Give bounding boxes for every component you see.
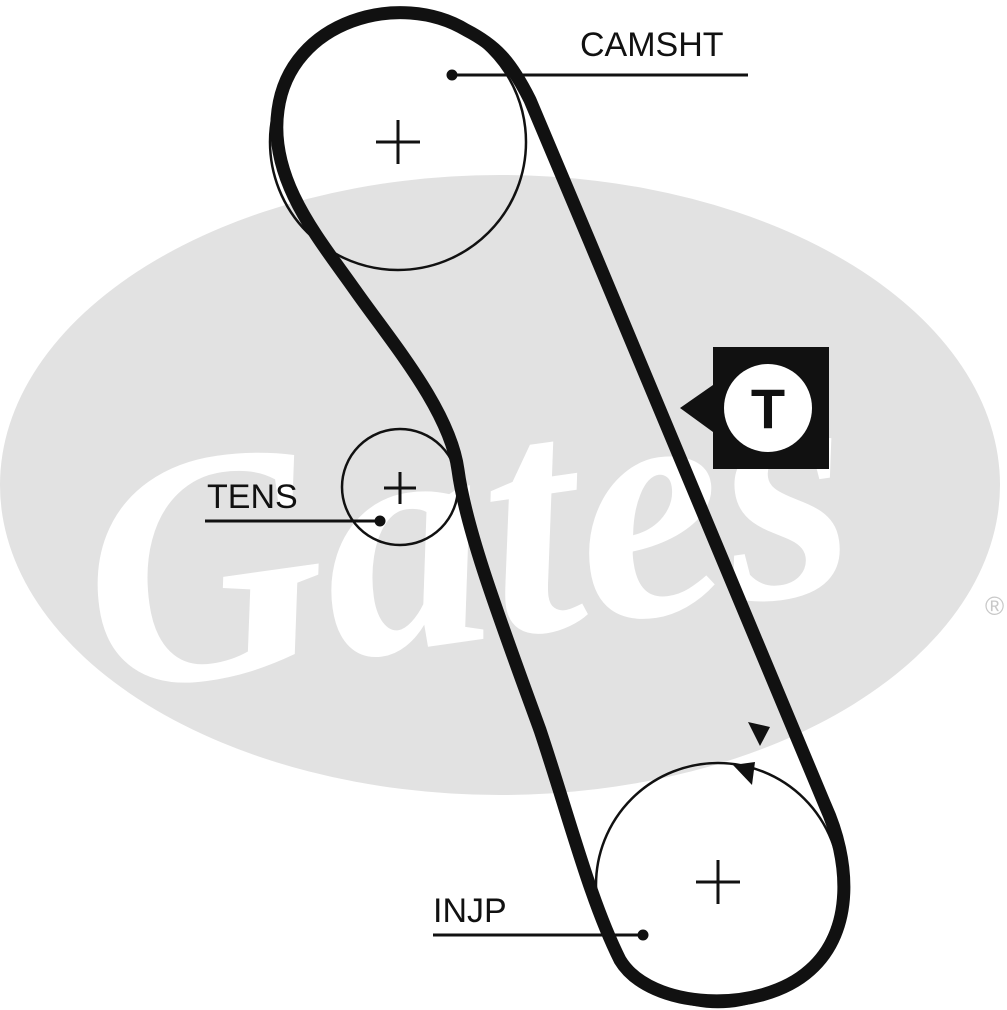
tension-marker-pointer xyxy=(680,385,713,432)
injection-pump-leader-dot xyxy=(637,929,649,941)
injection-pump-label: INJP xyxy=(433,892,507,930)
crosshair-icon xyxy=(696,860,740,904)
tension-marker-icon: T xyxy=(680,347,829,469)
crosshairs xyxy=(376,120,740,904)
leader-lines xyxy=(205,69,748,941)
gates-watermark: Gates ® xyxy=(0,175,1004,795)
tensioner-label: TENS xyxy=(207,478,298,516)
tension-marker-circle xyxy=(724,364,812,452)
crosshair-icon xyxy=(376,120,420,164)
camshaft-leader-dot xyxy=(446,69,458,81)
tension-marker-letter: T xyxy=(751,377,785,440)
timing-belt xyxy=(270,6,851,1008)
crosshair-icon xyxy=(384,472,416,504)
tensioner-leader-dot xyxy=(374,515,386,527)
camshaft-label: CAMSHT xyxy=(580,26,724,64)
watermark-registered-mark: ® xyxy=(985,591,1004,621)
timing-arrow-icon xyxy=(733,722,770,785)
